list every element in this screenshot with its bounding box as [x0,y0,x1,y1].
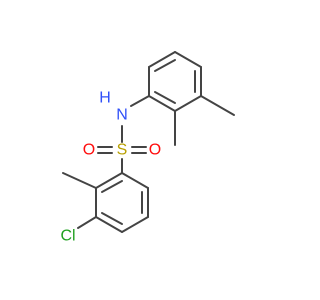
bond [101,212,123,225]
hydrogen-label: H [99,90,111,107]
bond [121,172,149,189]
molecule-structure: N H S O O Cl [60,51,235,245]
bond [101,180,123,193]
bond [121,216,149,233]
bond [95,172,123,189]
methyl-bond [62,172,97,189]
bond [154,59,176,72]
bond [148,51,176,68]
methyl-bond [200,95,235,116]
chlorine-label: Cl [60,228,75,245]
bond [148,95,176,112]
bond [174,51,202,68]
bond [95,216,123,233]
bond [77,216,97,229]
sulfur-label: S [117,142,128,159]
oxygen-left-label: O [83,142,95,159]
upper-benzene-ring [148,51,202,112]
bond [174,95,202,112]
bond [130,95,150,107]
nitrogen-label: N [116,107,128,124]
lower-benzene-ring [95,172,149,233]
bond [154,91,176,104]
oxygen-right-label: O [149,142,161,159]
